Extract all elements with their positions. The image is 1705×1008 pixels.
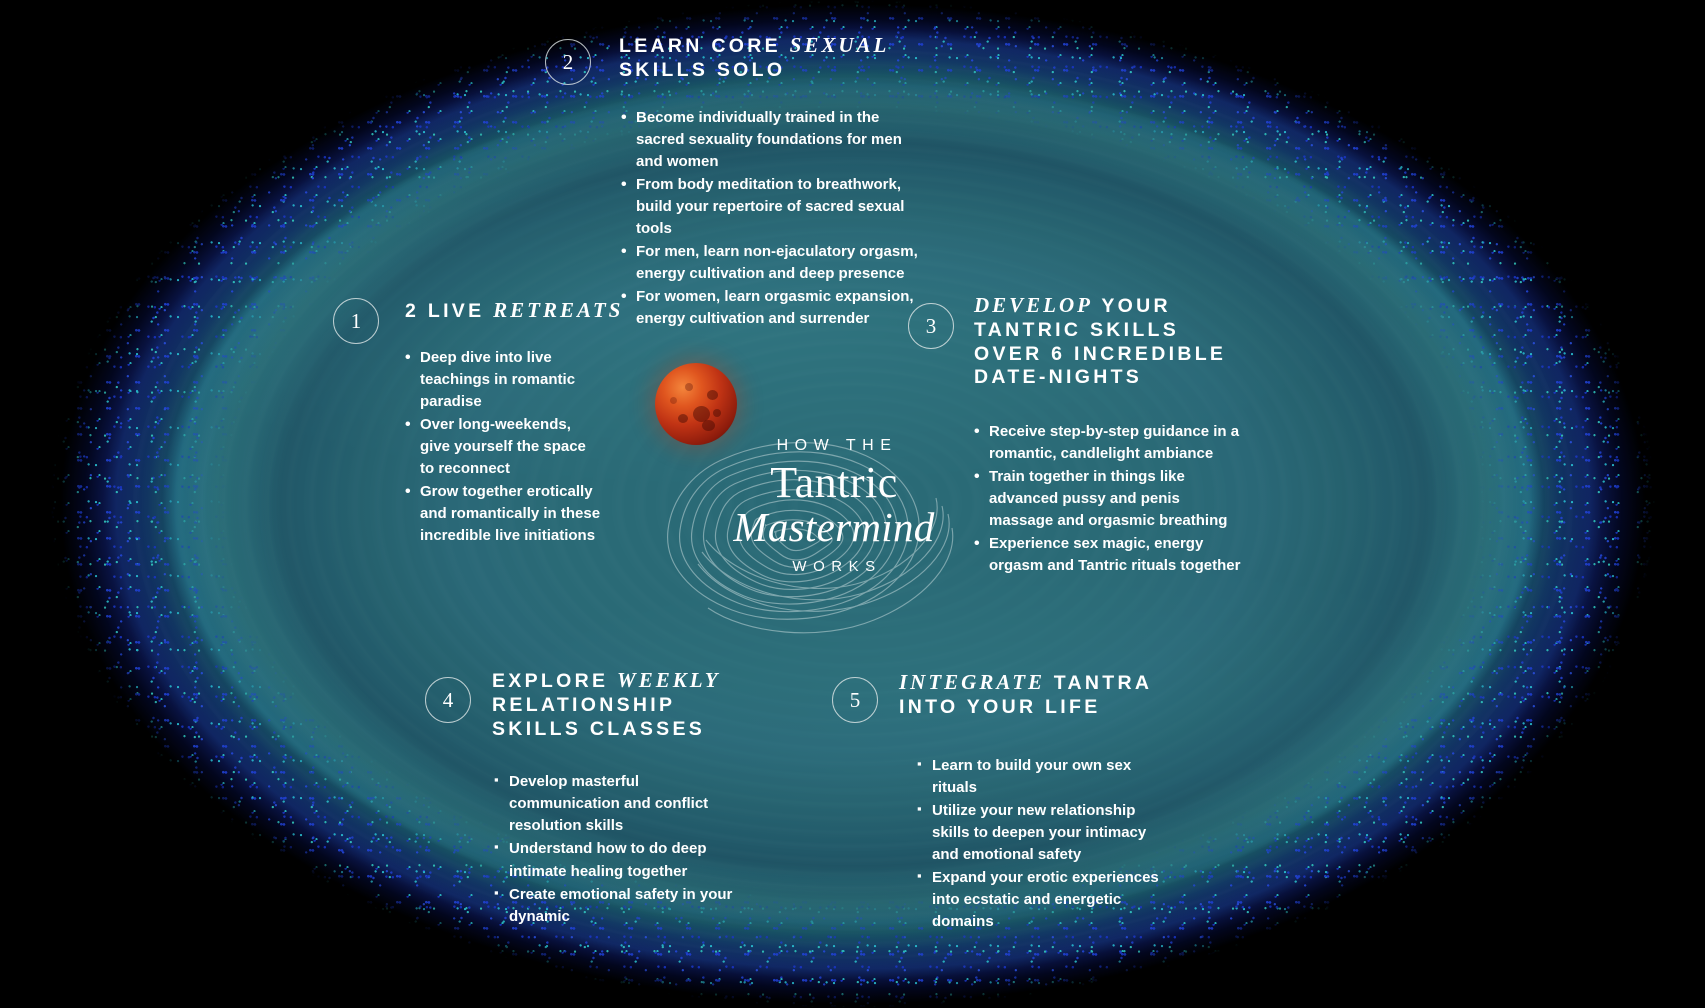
heading-roman-run: TANTRA INTO YOUR LIFE [899, 672, 1152, 718]
bullet-item: Grow together erotically and romanticall… [403, 480, 603, 547]
heading-roman-run: SKILLS SOLO [619, 58, 786, 81]
step-bullet-list-5: Learn to build your own sex ritualsUtili… [915, 754, 1175, 933]
topographic-contour-icon [667, 442, 954, 634]
step-bullet-list-3: Receive step-by-step guidance in a roman… [972, 420, 1242, 577]
bullet-item: Experience sex magic, energy orgasm and … [972, 532, 1242, 577]
heading-roman-run: LEARN CORE [619, 35, 790, 57]
heading-italic-run: DEVELOP [974, 293, 1094, 317]
step-heading-2: LEARN CORE SEXUAL SKILLS SOLO [619, 33, 949, 83]
step-heading-1: 2 LIVE RETREATS [405, 298, 645, 324]
bullet-item: From body meditation to breathwork, buil… [619, 173, 931, 240]
bullet-item: Deep dive into live teachings in romanti… [403, 346, 603, 413]
heading-italic-run: WEEKLY [617, 668, 721, 692]
bullet-item: Develop masterful communication and conf… [492, 770, 742, 837]
center-logo: HOW THE Tantric Mastermind WORKS [606, 352, 976, 652]
bullet-item: For women, learn orgasmic expansion, ene… [619, 285, 931, 330]
step-section-5: 5 INTEGRATE TANTRA INTO YOUR LIFE Learn … [832, 670, 1172, 934]
logo-wordmark: HOW THE Tantric Mastermind WORKS [694, 438, 974, 575]
step-bullet-list-2: Become individually trained in the sacre… [619, 106, 931, 330]
logo-word-tantric: Tantric [770, 458, 898, 507]
bullet-item: Become individually trained in the sacre… [619, 106, 931, 173]
step-number-badge-3: 3 [908, 303, 954, 349]
bullet-item: Learn to build your own sex rituals [915, 754, 1175, 799]
step-bullet-list-4: Develop masterful communication and conf… [492, 770, 742, 928]
bullet-item: Understand how to do deep intimate heali… [492, 837, 742, 882]
bullet-item: Expand your erotic experiences into ecst… [915, 866, 1175, 933]
step-section-3: 3 DEVELOP YOUR TANTRIC SKILLS OVER 6 INC… [908, 293, 1248, 578]
heading-italic-run: INTEGRATE [899, 670, 1046, 694]
step-section-4: 4 EXPLORE WEEKLY RELATIONSHIP SKILLS CLA… [425, 668, 755, 929]
step-number-badge-4: 4 [425, 677, 471, 723]
step-section-1: 1 2 LIVE RETREATS Deep dive into live te… [333, 298, 643, 548]
step-heading-3: DEVELOP YOUR TANTRIC SKILLS OVER 6 INCRE… [974, 293, 1254, 390]
step-number-badge-2: 2 [545, 39, 591, 85]
logo-eyebrow: HOW THE [776, 437, 898, 454]
bullet-item: Over long-weekends, give yourself the sp… [403, 413, 603, 480]
heading-roman-run: 2 LIVE [405, 300, 494, 322]
logo-word-mastermind: Mastermind [733, 504, 935, 550]
step-bullet-list-1: Deep dive into live teachings in romanti… [403, 346, 603, 547]
heading-italic-run: RETREATS [493, 298, 624, 322]
blood-moon-icon [655, 363, 737, 445]
heading-roman-run: RELATIONSHIP SKILLS CLASSES [492, 693, 706, 740]
logo-footer: WORKS [792, 557, 882, 575]
heading-italic-run: SEXUAL [789, 33, 890, 57]
heading-roman-run: YOUR TANTRIC SKILLS OVER 6 INCREDIBLE DA… [974, 295, 1227, 389]
bullet-item: Receive step-by-step guidance in a roman… [972, 420, 1242, 465]
bullet-item: Utilize your new relationship skills to … [915, 799, 1175, 866]
bullet-item: Train together in things like advanced p… [972, 465, 1242, 532]
step-heading-5: INTEGRATE TANTRA INTO YOUR LIFE [899, 670, 1169, 720]
step-number-badge-5: 5 [832, 677, 878, 723]
heading-roman-run: EXPLORE [492, 670, 618, 692]
bullet-item: Create emotional safety in your dynamic [492, 883, 742, 928]
step-number-badge-1: 1 [333, 298, 379, 344]
bullet-item: For men, learn non-ejaculatory orgasm, e… [619, 240, 931, 285]
step-heading-4: EXPLORE WEEKLY RELATIONSHIP SKILLS CLASS… [492, 668, 752, 741]
step-section-2: 2 LEARN CORE SEXUAL SKILLS SOLO Become i… [545, 33, 965, 331]
